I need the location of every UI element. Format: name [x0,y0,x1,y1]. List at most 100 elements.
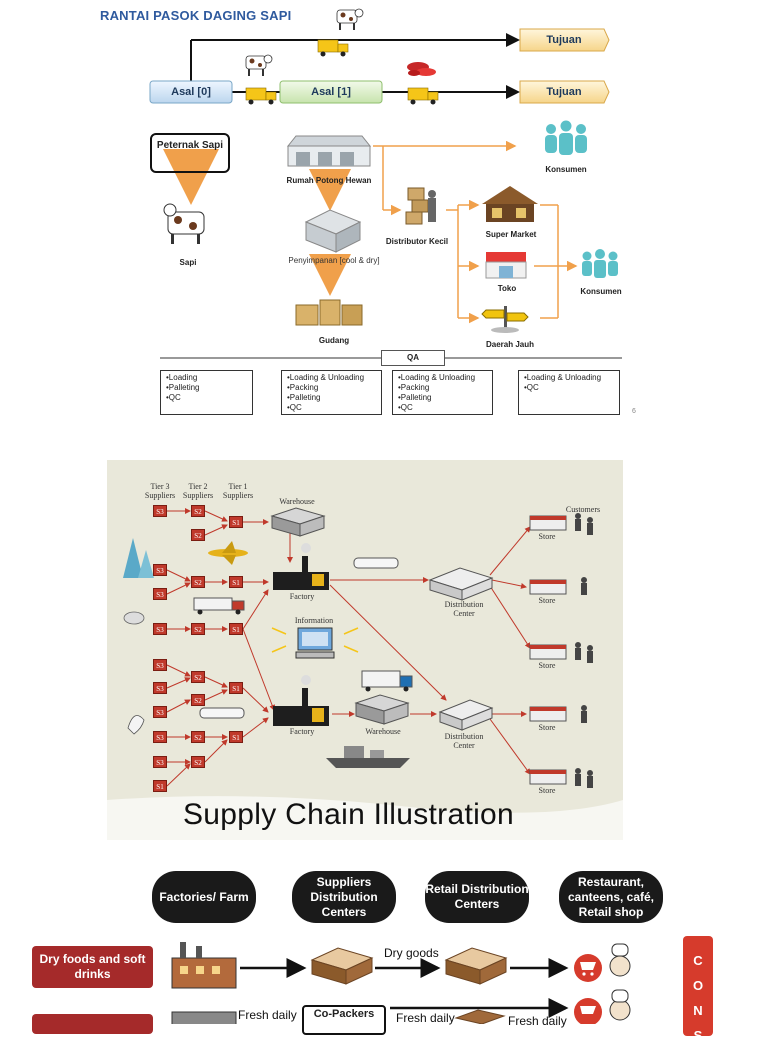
distribution-center-icon [310,947,374,985]
asal-0-box: Asal [0] [171,86,211,98]
store-icon [529,579,567,595]
cow-icon [163,203,205,244]
supplier-s2: S2 [191,505,205,517]
supplier-s1: S1 [229,731,243,743]
customer-icon [575,642,593,663]
konsumen-top-label: Konsumen [545,165,587,174]
tier3-label: Tier 3 Suppliers [144,482,176,500]
shop-icon [485,252,527,279]
category-dry-foods: Dry foods and soft drinks [32,946,153,988]
cow-icon [336,8,364,30]
signpost-icon [481,306,529,333]
distribution-center-icon [438,699,494,731]
column-suppliers-dc: Suppliers Distribution Centers [292,871,396,923]
consumer-bar: C O N S [683,936,713,1043]
store-label: Store [538,661,556,670]
supplier-s2: S2 [191,671,205,683]
tier2-label: Tier 2 Suppliers [182,482,214,500]
supplier-s1: S1 [229,682,243,694]
warehouse-icon [270,507,326,537]
factory-bottom-label: Factory [289,727,315,736]
factory-top-label: Factory [289,592,315,601]
airplane-icon [208,541,248,565]
dc-bottom-label: Distribution Center [444,732,484,750]
customer-icon [575,513,593,535]
category-fresh-cut [32,1014,153,1034]
supplier-s1: S1 [229,516,243,528]
tier1-label: Tier 1 Suppliers [222,482,254,500]
store-icon [529,644,567,660]
tujuan-bottom-box: Tujuan [546,86,582,98]
sapi-label: Sapi [179,258,197,267]
distribution-center-icon [428,567,494,601]
information-label: Information [294,616,334,625]
warehouse-icon [354,694,410,725]
supplier-s3: S3 [153,659,167,671]
dry-goods-note: Dry goods [384,946,439,960]
supply-chain-title: Supply Chain Illustration [183,798,515,831]
supplier-s3: S3 [153,706,167,718]
warehouse-icon [295,299,363,326]
supermarket-label: Super Market [485,230,537,239]
factory-icon [171,1011,237,1024]
supplier-s2: S2 [191,623,205,635]
supplier-s3: S3 [153,623,167,635]
tree-icon [123,538,143,578]
hand-icon [127,715,145,735]
penyimpanan-label: Penyimpanan [cool & dry] [288,256,380,265]
factory-icon [273,675,329,726]
supplier-s2: S2 [191,694,205,706]
column-restaurant: Restaurant, canteens, café, Retail shop [559,871,663,923]
column-factories-farm: Factories/ Farm [152,871,256,923]
distribution-center-icon [454,1009,506,1024]
supplier-s3: S3 [153,588,167,600]
section1-connectors [149,8,622,359]
fresh-daily-note: Fresh daily [508,1014,567,1028]
ship-icon [326,746,410,768]
section2-connectors [107,507,623,840]
supplier-s3: S3 [153,731,167,743]
supplier-s1: S1 [229,623,243,635]
supplier-s2: S2 [191,529,205,541]
chef-icon [609,989,631,1021]
store-icon [529,769,567,785]
truck-icon [361,670,413,692]
task-box-4: •Loading & Unloading •QC [518,370,620,415]
distribution-center-icon [444,947,508,985]
supplier-s3: S3 [153,682,167,694]
task-box-2: •Loading & Unloading •Packing •Palleting… [281,370,382,415]
customer-icon [581,705,587,723]
truck-icon [193,597,245,615]
customer-icon [575,768,593,788]
customer-icon [581,577,587,595]
cart-icon [574,954,602,982]
cow-icon [245,54,273,76]
supermarket-icon [482,186,538,222]
gudang-label: Gudang [318,336,350,345]
fresh-daily-note: Fresh daily [396,1011,455,1025]
slaughterhouse-icon [286,135,372,167]
store-label: Store [538,596,556,605]
konsumen-right-label: Konsumen [580,287,622,296]
truck-icon [245,87,277,105]
daerah-jauh-label: Daerah Jauh [485,340,535,349]
supplier-s2: S2 [191,576,205,588]
supplier-s2: S2 [191,731,205,743]
co-packers-box: Co-Packers [302,1005,386,1035]
store-icon [529,515,567,531]
supplier-s3: S3 [153,756,167,768]
page-number: 6 [632,408,636,415]
chef-icon [609,943,631,977]
section3-connectors [171,942,631,1024]
column-retail-dc: Retail Distribution Centers [425,871,529,923]
train-icon [199,707,245,719]
supplier-s1: S1 [153,780,167,792]
supplier-s2: S2 [191,756,205,768]
cart-icon [574,998,602,1024]
warehouse-bottom-label: Warehouse [365,727,401,736]
fresh-daily-note: Fresh daily [238,1008,297,1022]
supplier-s1: S1 [229,576,243,588]
store-label: Store [538,723,556,732]
qa-label: QA [381,350,445,366]
task-box-3: •Loading & Unloading •Packing •Palleting… [392,370,493,415]
